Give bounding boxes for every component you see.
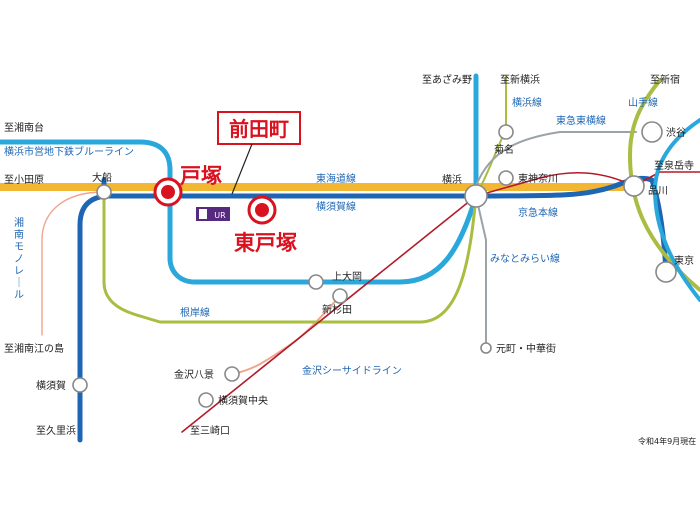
station-shinsugita-label: 新杉田 xyxy=(322,303,352,316)
totsuka-label: 戸塚 xyxy=(180,164,222,188)
yokosuka-line xyxy=(77,175,669,443)
station-tokyo-marker[interactable] xyxy=(655,261,677,283)
dest-sengakuji: 至泉岳寺 xyxy=(654,159,694,172)
station-shinsugita-marker[interactable] xyxy=(332,288,348,304)
svg-text:湘南モノレ｜ル: 湘南モノレ｜ル xyxy=(14,216,24,301)
maedacho-callout: 前田町 xyxy=(217,111,301,195)
station-motomachi-marker[interactable] xyxy=(480,342,492,354)
station-kikuna-label: 菊名 xyxy=(494,143,514,156)
dest-shonandai: 至湘南台 xyxy=(4,121,44,134)
station-yokohama-label: 横浜 xyxy=(442,173,462,186)
shonan-monorail-line xyxy=(41,191,105,336)
station-shibuya-marker[interactable] xyxy=(641,121,663,143)
dest-shonan-enoshima: 至湘南江の島 xyxy=(4,342,64,355)
station-higashi-kanagawa-label: 東神奈川 xyxy=(518,172,558,185)
station-shinagawa-label: 品川 xyxy=(648,185,668,197)
dest-odawara: 至小田原 xyxy=(4,174,44,186)
station-kikuna-marker[interactable] xyxy=(498,124,514,140)
station-ofuna-label: 大船 xyxy=(92,171,112,184)
line-tokaido-label: 東海道線 xyxy=(316,172,356,185)
line-yamanote-label: 山手線 xyxy=(628,96,658,109)
callout-label: 前田町 xyxy=(229,117,289,141)
negishi-line xyxy=(102,194,478,324)
ur-logo-text: UR xyxy=(214,211,226,220)
tokyu-line xyxy=(475,131,637,197)
dest-shinjuku: 至新宿 xyxy=(650,73,680,86)
station-higashi-totsuka-dot xyxy=(255,203,269,217)
line-shonan-monorail-label: 湘南モノレ｜ル xyxy=(14,216,24,301)
dest-kurihama: 至久里浜 xyxy=(36,425,76,437)
station-kamiooka-marker[interactable] xyxy=(308,274,324,290)
station-higashi-kanagawa-marker[interactable] xyxy=(498,170,514,186)
dest-misakiguchi: 至三崎口 xyxy=(190,424,230,437)
line-blueline-label: 横浜市営地下鉄ブルーライン xyxy=(4,145,134,158)
station-yokohama-marker[interactable] xyxy=(464,184,488,208)
callout-pointer xyxy=(231,143,253,195)
station-motomachi-label: 元町・中華街 xyxy=(496,342,556,355)
line-seaside-label: 金沢シーサイドライン xyxy=(302,364,402,377)
date-note: 令和4年9月現在 xyxy=(638,436,696,446)
station-yokosuka-chuo-marker[interactable] xyxy=(198,392,214,408)
station-kanazawa-hakkei-marker[interactable] xyxy=(224,366,240,382)
station-totsuka-dot xyxy=(161,185,175,199)
station-yokosuka-label: 横須賀 xyxy=(36,379,66,392)
dest-azamino: 至あざみ野 xyxy=(422,73,472,86)
callout-box xyxy=(217,111,301,145)
blueline-line xyxy=(0,73,479,285)
station-kanazawa-hakkei-label: 金沢八景 xyxy=(174,368,214,381)
station-tokyo-label: 東京 xyxy=(674,254,694,267)
keihin-line xyxy=(653,118,700,302)
dest-shinyokohama: 至新横浜 xyxy=(500,73,540,86)
station-shibuya-label: 渋谷 xyxy=(666,126,686,139)
line-keikyu-label: 京急本線 xyxy=(518,206,558,219)
line-yokohama-label: 横浜線 xyxy=(512,96,542,109)
line-tokyu-label: 東急東横線 xyxy=(556,114,606,127)
line-negishi-label: 根岸線 xyxy=(180,306,210,319)
station-shinagawa-marker[interactable] xyxy=(623,175,645,197)
station-yokosuka-chuo-label: 横須賀中央 xyxy=(218,394,268,407)
minatomirai-line xyxy=(475,195,487,349)
station-yokosuka-marker[interactable] xyxy=(72,377,88,393)
station-kamiooka-label: 上大岡 xyxy=(332,270,362,283)
station-ofuna-marker[interactable] xyxy=(96,184,112,200)
line-yokosuka-label: 横須賀線 xyxy=(316,200,356,213)
ur-logo-icon: UR xyxy=(196,207,230,221)
yamanote-line xyxy=(628,78,700,292)
line-minatomirai-label: みなとみらい線 xyxy=(490,252,560,265)
higashi-totsuka-label: 東戸塚 xyxy=(234,231,297,255)
